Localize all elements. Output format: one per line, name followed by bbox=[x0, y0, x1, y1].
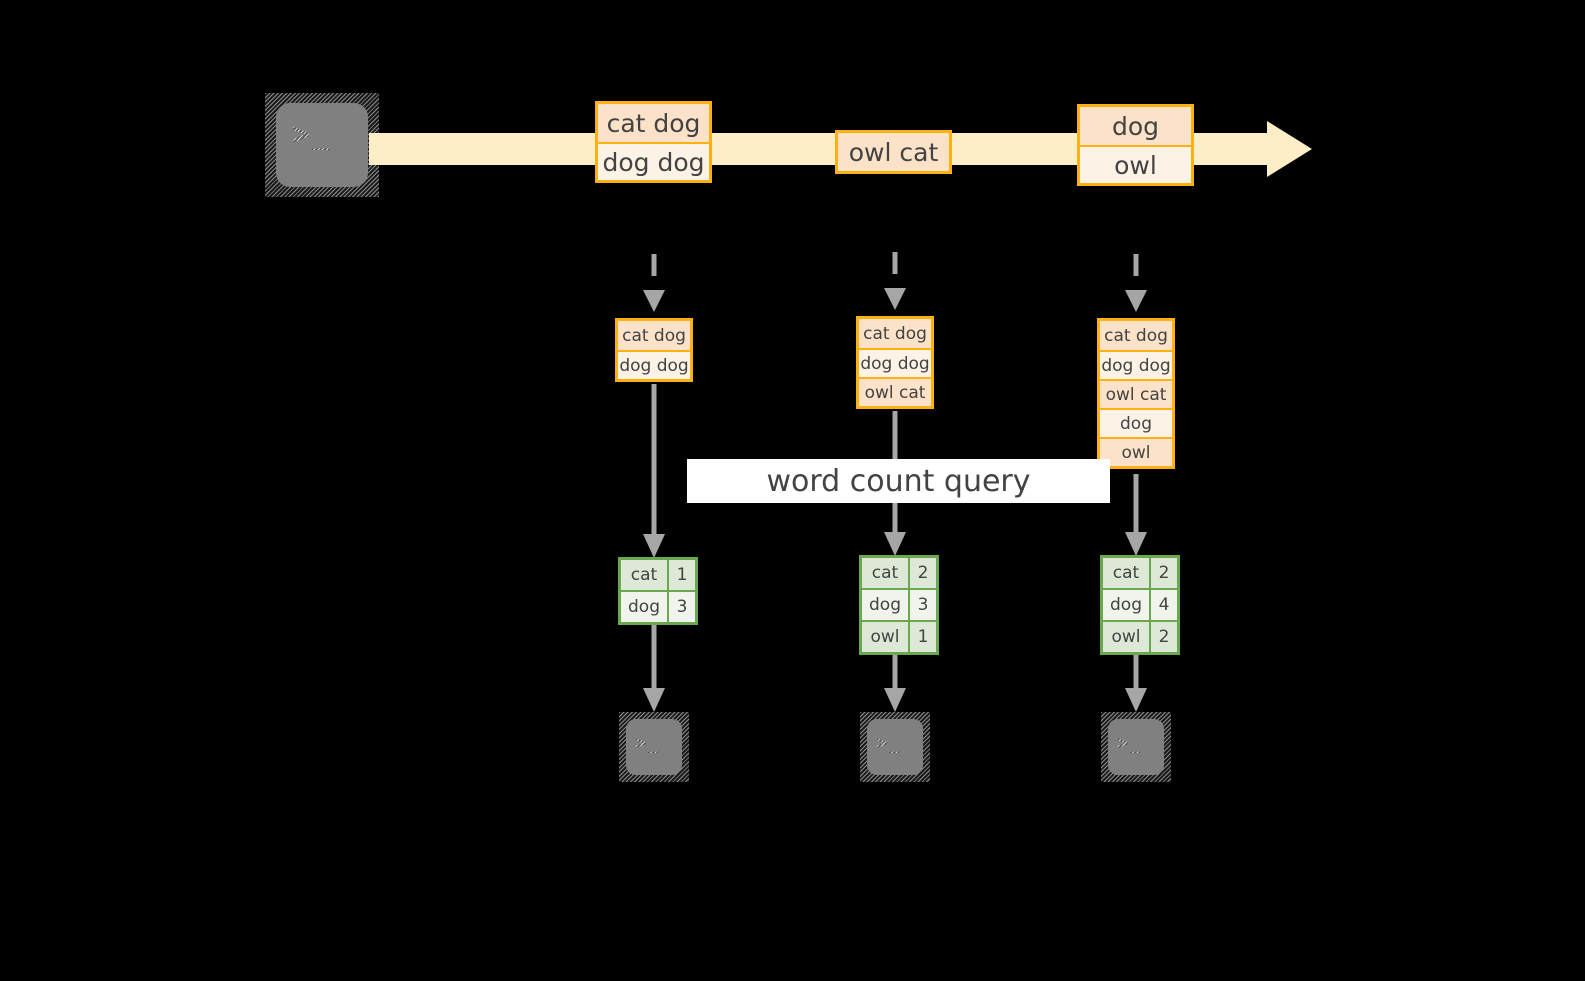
sink-terminal-icon: >_ bbox=[860, 712, 930, 782]
source-terminal-icon: >_ bbox=[265, 93, 379, 197]
table-row: cat 2 bbox=[862, 558, 936, 588]
result-count: 1 bbox=[667, 560, 695, 590]
snapshot-tap-connector bbox=[1122, 254, 1150, 316]
record-line: cat dog bbox=[598, 104, 709, 142]
result-count: 1 bbox=[908, 622, 936, 652]
record-line: dog dog bbox=[859, 348, 931, 377]
sink-connector bbox=[882, 650, 908, 714]
table-row: dog 4 bbox=[1103, 588, 1177, 620]
terminal-body bbox=[867, 719, 923, 775]
result-count: 3 bbox=[908, 590, 936, 620]
result-word: cat bbox=[621, 560, 667, 590]
snapshot-tap-connector bbox=[881, 252, 909, 314]
query-label-text: word count query bbox=[766, 463, 1031, 499]
record-line: owl cat bbox=[838, 133, 949, 171]
result-count: 3 bbox=[667, 592, 695, 622]
query-label-band: word count query bbox=[687, 459, 1110, 503]
result-word: dog bbox=[621, 592, 667, 622]
stream-record-box: owl cat bbox=[835, 130, 952, 174]
result-table: cat 2 dog 4 owl 2 bbox=[1100, 555, 1180, 655]
terminal-prompt-glyph: >_ bbox=[876, 732, 902, 754]
result-word: owl bbox=[1103, 622, 1149, 652]
snapshot-input-stack: cat dog dog dog owl cat bbox=[856, 316, 934, 409]
record-line: cat dog bbox=[1100, 321, 1172, 350]
result-word: owl bbox=[862, 622, 908, 652]
sink-connector bbox=[641, 620, 667, 714]
result-table: cat 2 dog 3 owl 1 bbox=[859, 555, 939, 655]
stream-record-box: cat dog dog dog bbox=[595, 101, 712, 183]
table-row: dog 3 bbox=[621, 590, 695, 622]
record-line: dog dog bbox=[598, 142, 709, 180]
table-row: owl 1 bbox=[862, 620, 936, 652]
query-connector bbox=[1123, 474, 1149, 558]
record-line: owl cat bbox=[1100, 379, 1172, 408]
result-count: 2 bbox=[908, 558, 936, 588]
record-line: owl bbox=[1100, 437, 1172, 466]
record-line: owl bbox=[1080, 145, 1191, 183]
terminal-body bbox=[276, 103, 368, 187]
result-word: dog bbox=[1103, 590, 1149, 620]
sink-connector bbox=[1123, 650, 1149, 714]
record-line: dog bbox=[1100, 408, 1172, 437]
result-count: 2 bbox=[1149, 622, 1177, 652]
query-connector bbox=[641, 384, 667, 560]
terminal-prompt-glyph: >_ bbox=[1117, 732, 1143, 754]
terminal-body bbox=[626, 719, 682, 775]
result-word: dog bbox=[862, 590, 908, 620]
record-line: cat dog bbox=[618, 321, 690, 350]
sink-terminal-icon: >_ bbox=[619, 712, 689, 782]
terminal-body bbox=[1108, 719, 1164, 775]
sink-terminal-icon: >_ bbox=[1101, 712, 1171, 782]
table-row: dog 3 bbox=[862, 588, 936, 620]
result-word: cat bbox=[862, 558, 908, 588]
terminal-prompt-glyph: >_ bbox=[292, 117, 332, 152]
terminal-prompt-glyph: >_ bbox=[635, 732, 661, 754]
record-line: owl cat bbox=[859, 377, 931, 406]
stream-record-box: dog owl bbox=[1077, 104, 1194, 186]
result-table: cat 1 dog 3 bbox=[618, 557, 698, 625]
record-line: dog dog bbox=[618, 350, 690, 379]
record-line: dog bbox=[1080, 107, 1191, 145]
table-row: cat 2 bbox=[1103, 558, 1177, 588]
snapshot-tap-connector bbox=[640, 254, 668, 316]
record-line: dog dog bbox=[1100, 350, 1172, 379]
snapshot-input-stack: cat dog dog dog owl cat dog owl bbox=[1097, 318, 1175, 469]
record-line: cat dog bbox=[859, 319, 931, 348]
result-count: 4 bbox=[1149, 590, 1177, 620]
result-word: cat bbox=[1103, 558, 1149, 588]
result-count: 2 bbox=[1149, 558, 1177, 588]
table-row: owl 2 bbox=[1103, 620, 1177, 652]
table-row: cat 1 bbox=[621, 560, 695, 590]
snapshot-input-stack: cat dog dog dog bbox=[615, 318, 693, 382]
